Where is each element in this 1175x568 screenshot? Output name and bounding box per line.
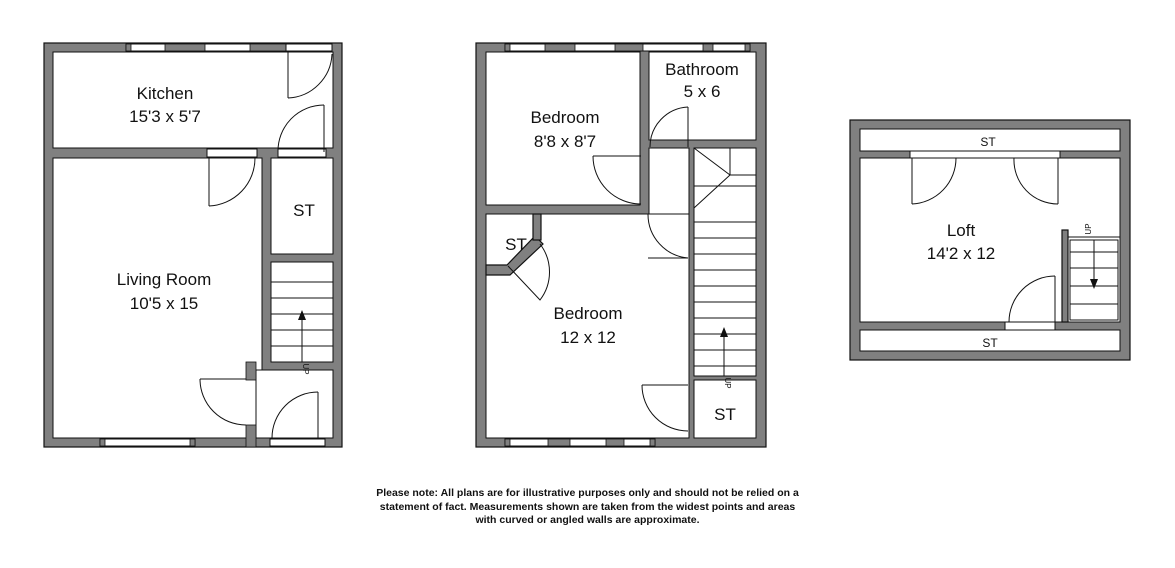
first-floor-bottom-window: [504, 438, 656, 447]
first-store-right-label: ST: [714, 405, 736, 424]
loft-stair-wall: [1061, 229, 1069, 323]
loft-store-door-bottom: [1008, 275, 1056, 323]
disclaimer-note: Please note: All plans are for illustrat…: [330, 487, 845, 528]
ground-stair-arrowhead: [298, 310, 306, 320]
living-room: [52, 157, 263, 439]
bathroom-room: [648, 51, 757, 141]
ground-store-label: ST: [293, 201, 315, 220]
large-bedroom-size: 12 x 12: [560, 328, 616, 347]
loft-store-bottom-label: ST: [982, 336, 998, 350]
first-floor: UP Bedroom 8'8 x 8'7 Bathroom 5 x 6 Bedr…: [475, 42, 767, 448]
hall-door-swing: [199, 361, 257, 448]
kitchen-door-swing: [287, 52, 333, 99]
disclaimer-line-3: with curved or angled walls are approxim…: [475, 514, 700, 526]
living-room-name: Living Room: [117, 270, 212, 289]
right-store-door-swing: [641, 384, 689, 432]
ground-hallway: [255, 369, 334, 439]
loft-floor: UP ST ST Loft 14'2 x 12: [849, 119, 1131, 361]
bathroom-door-swing: [649, 106, 689, 148]
kitchen-name: Kitchen: [137, 84, 194, 103]
small-bedroom-size: 8'8 x 8'7: [534, 132, 596, 151]
loft-store-bottom-opening: [1004, 321, 1056, 331]
left-store-door-swing: [507, 243, 550, 301]
loft-name: Loft: [947, 221, 976, 240]
loft-size: 14'2 x 12: [927, 244, 995, 263]
kitchen-room: [52, 51, 334, 149]
first-stair-area: [693, 147, 757, 377]
small-bedroom-room: [485, 51, 641, 206]
loft-stairs-up-label: UP: [1084, 223, 1093, 234]
first-floor-top-window: [504, 43, 751, 52]
kitchen-size: 15'3 x 5'7: [129, 107, 201, 126]
left-store-wall: [485, 235, 544, 276]
large-bedroom-name: Bedroom: [554, 304, 623, 323]
large-bedroom-door-swing: [647, 213, 689, 259]
first-store-left-label: ST: [505, 235, 527, 254]
small-bedroom-door-swing: [592, 155, 642, 205]
loft-store-bottom-room: [859, 329, 1121, 352]
living-room-window: [99, 438, 196, 447]
loft-store-top-opening: [909, 150, 1061, 159]
ground-store-room: [270, 157, 334, 255]
loft-stair-arrowhead: [1090, 279, 1098, 289]
living-room-size: 10'5 x 15: [130, 294, 198, 313]
kitchen-hall-door-swing: [277, 104, 327, 158]
front-door-swing: [271, 391, 319, 439]
disclaimer-line-1: Please note: All plans are for illustrat…: [376, 487, 799, 499]
loft-store-door-right: [1013, 157, 1059, 205]
loft-store-door-left: [911, 157, 957, 205]
kitchen-window: [125, 43, 333, 52]
living-room-door-swing: [206, 148, 258, 207]
left-store-side-wall: [532, 213, 542, 241]
first-store-right-room: [693, 379, 757, 439]
ground-floor: UP Kitchen 15'3 x 5'7 Living Room 10'5 x…: [43, 42, 343, 448]
ground-staircase: UP: [271, 281, 333, 375]
loft-staircase: UP: [1069, 223, 1119, 321]
loft-store-top-label: ST: [980, 135, 996, 149]
bathroom-name: Bathroom: [665, 60, 739, 79]
first-stair-arrowhead: [720, 327, 728, 337]
front-door-opening: [269, 438, 326, 447]
small-bedroom-name: Bedroom: [531, 108, 600, 127]
ground-stairs-up-label: UP: [301, 363, 310, 374]
first-stairs-up-label: UP: [723, 377, 732, 388]
disclaimer-line-2: statement of fact. Measurements shown ar…: [379, 500, 796, 513]
first-staircase: UP: [693, 147, 756, 389]
bathroom-size: 5 x 6: [684, 82, 721, 101]
